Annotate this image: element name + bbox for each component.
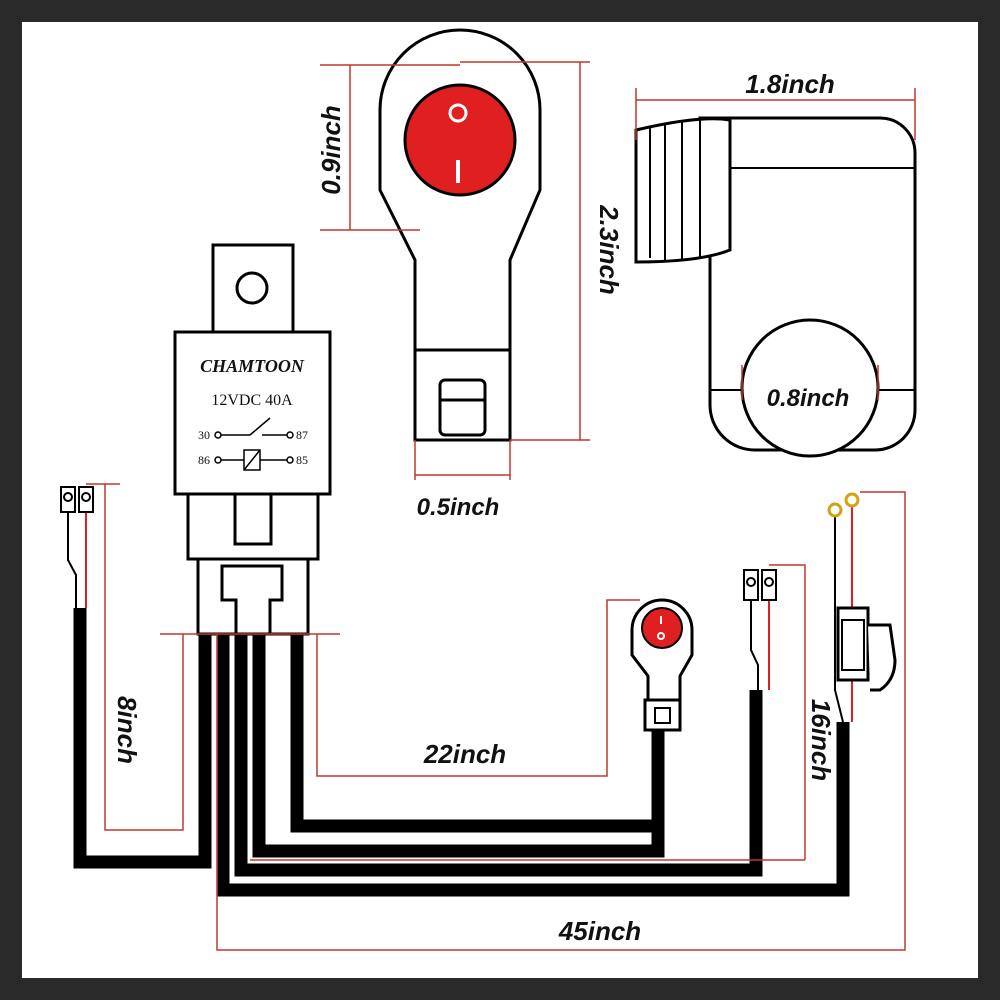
- housing-dimension-lines: [635, 88, 916, 400]
- relay-pin-85: 85: [296, 453, 308, 467]
- relay-brand: CHAMTOON: [200, 356, 305, 376]
- harness-wires: [73, 608, 850, 897]
- switch-button-icon: [403, 83, 517, 197]
- switch-connector-icon: [438, 378, 487, 437]
- switch-dimension-lines: [320, 61, 590, 480]
- inline-switch-icon: [630, 598, 694, 732]
- spade-connector-icon: [60, 486, 777, 601]
- relay-pin-86: 86: [198, 453, 210, 467]
- dim-switch-length: 2.3inch: [594, 204, 624, 295]
- dim-wire-long: 45inch: [558, 916, 641, 946]
- dim-wire-switch: 22inch: [423, 739, 506, 769]
- relay-pin-87: 87: [296, 428, 308, 442]
- fuse-holder-icon: [836, 606, 897, 692]
- ring-terminal-icon: [827, 492, 860, 518]
- dim-wire-power: 16inch: [806, 699, 836, 781]
- dim-switch-width: 0.5inch: [417, 494, 500, 521]
- wire-dimension-lines: [86, 483, 906, 951]
- dim-switch-height: 0.9inch: [316, 105, 346, 195]
- relay-pin-30: 30: [198, 428, 210, 442]
- relay-body-icon: [173, 330, 332, 496]
- dim-housing-width: 1.8inch: [745, 69, 835, 99]
- switch-side-view: [634, 116, 917, 458]
- relay-rating: 12VDC 40A: [211, 392, 293, 409]
- switch-front-view: [378, 28, 542, 442]
- pigtail-leads: [67, 505, 853, 723]
- dim-wire-short: 8inch: [112, 696, 142, 764]
- dim-clamp-diameter: 0.8inch: [767, 385, 850, 412]
- relay: CHAMTOON 12VDC 40A 30 87 86 85: [173, 243, 332, 636]
